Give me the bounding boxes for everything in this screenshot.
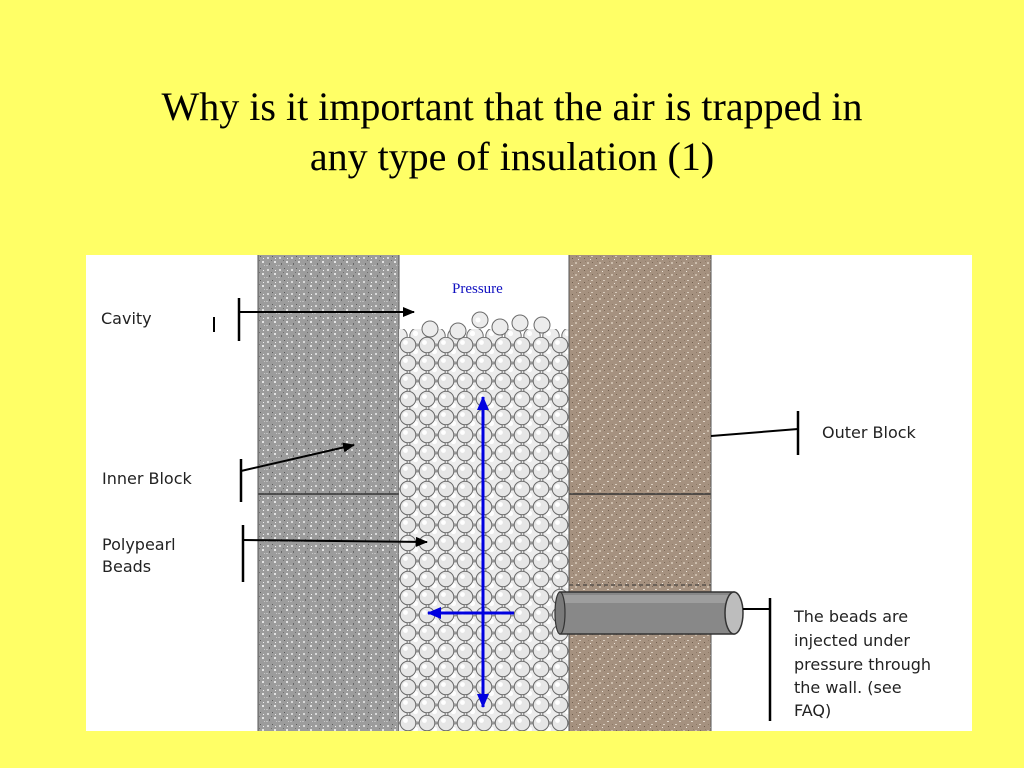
polypearl-label-line-2: Beads — [102, 557, 151, 576]
pressure-arrows — [427, 396, 514, 708]
diagram-svg: Pressure Cavity Inner Block Polypearl Be… — [101, 255, 931, 731]
injection-leader — [743, 598, 772, 721]
polypearl-label-line-1: Polypearl — [102, 535, 176, 554]
cavity-leader — [213, 298, 415, 341]
title-line-1: Why is it important that the air is trap… — [161, 84, 863, 129]
inner-block-label: Inner Block — [102, 469, 193, 488]
outer-block-label: Outer Block — [822, 423, 917, 442]
outer-block-leader — [710, 411, 800, 455]
cavity-label: Cavity — [101, 309, 152, 328]
slide-title: Why is it important that the air is trap… — [0, 82, 1024, 182]
cavity-wall-diagram: Pressure Cavity Inner Block Polypearl Be… — [86, 255, 972, 731]
polypearl-leader — [241, 525, 428, 582]
title-line-2: any type of insulation (1) — [309, 134, 715, 179]
pressure-label: Pressure — [452, 281, 503, 297]
injection-note-line-5: FAQ) — [794, 701, 831, 720]
injection-tube — [554, 591, 744, 635]
inner-block-leader — [239, 442, 355, 502]
injection-note-line-2: injected under — [794, 631, 910, 650]
inner-block-wall — [257, 255, 400, 731]
injection-note-line-4: the wall. (see — [794, 678, 902, 697]
outer-block-wall — [568, 255, 712, 731]
injection-note-line-1: The beads are — [793, 607, 908, 626]
injection-note-line-3: pressure through — [794, 655, 931, 674]
